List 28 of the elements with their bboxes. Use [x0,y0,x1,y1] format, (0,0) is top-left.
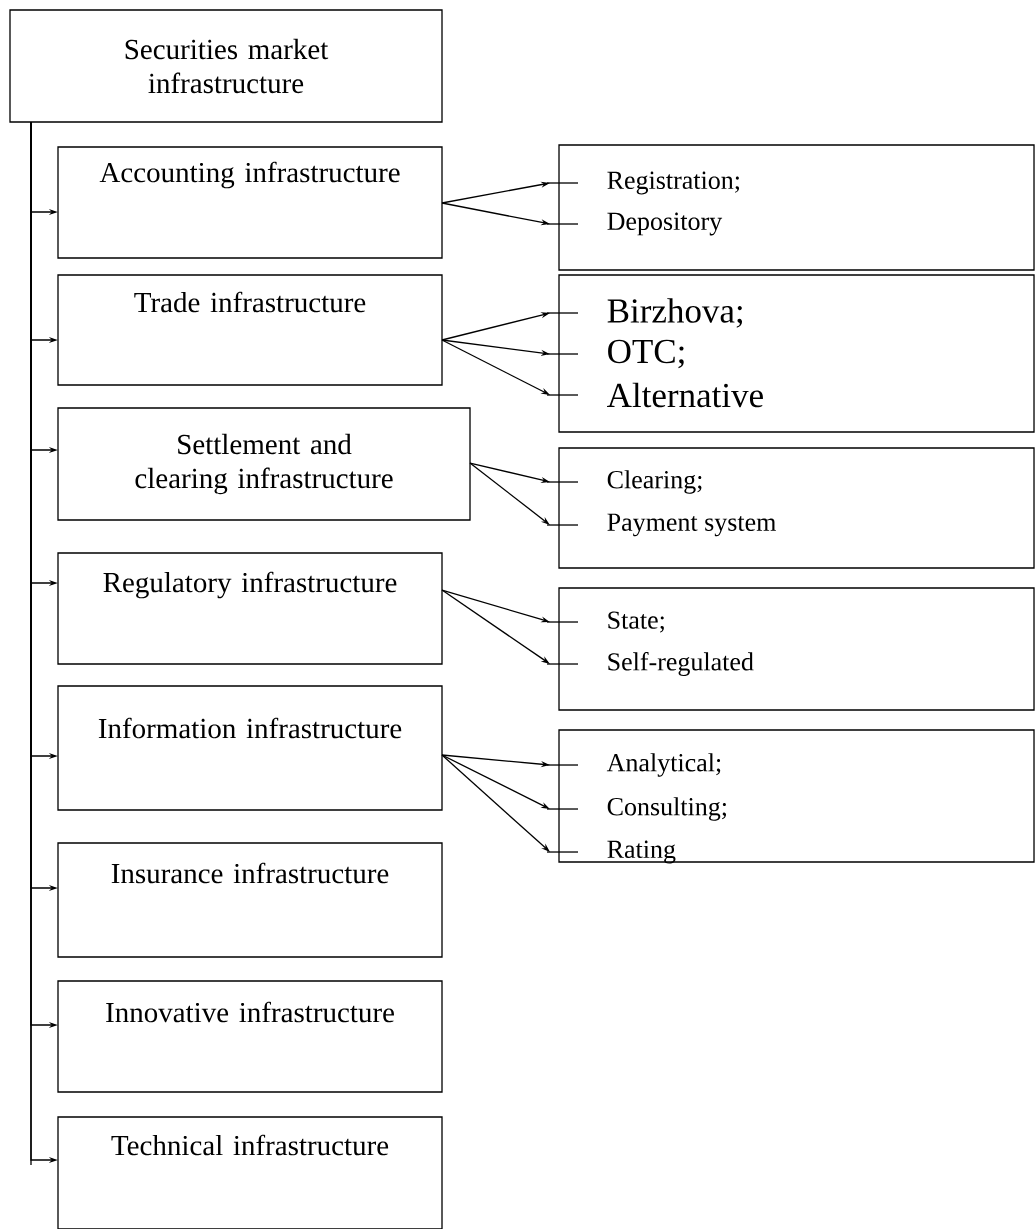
list-box [558,729,1035,863]
category-box: Information infrastructure [57,685,443,811]
list-item: State; [608,611,664,633]
category-box: Accounting infrastructure [57,146,443,259]
list-item: Depository [607,212,723,236]
category-box: Technical infrastructure [57,1116,443,1229]
arrow [469,462,550,525]
list-item: Payment system [607,513,776,537]
category-box: Insurance infrastructure [57,842,443,958]
category-box: Innovative infrastructure [57,980,443,1093]
list-item: Clearing; [607,470,702,494]
list-item: Registration; [607,171,739,195]
arrow [441,754,550,852]
category-box: Regulatory infrastructure [57,552,443,665]
list-item: OTC; [608,339,684,369]
list-box [558,274,1035,433]
category-box: Trade infrastructure [57,274,443,386]
list-item: Consulting; [607,797,727,821]
list-item: Alternative [607,382,763,408]
list-item: Self-regulated [608,652,754,676]
list-item: Analytical; [606,753,721,777]
list-box [558,144,1035,271]
category-box: Securities market infrastructure [9,9,443,123]
list-item: Rating [607,840,676,864]
category-box: Settlement and clearing infrastructure [57,407,471,521]
list-item: Birzhova; [607,298,742,328]
list-box [558,587,1035,711]
list-box [558,447,1035,569]
